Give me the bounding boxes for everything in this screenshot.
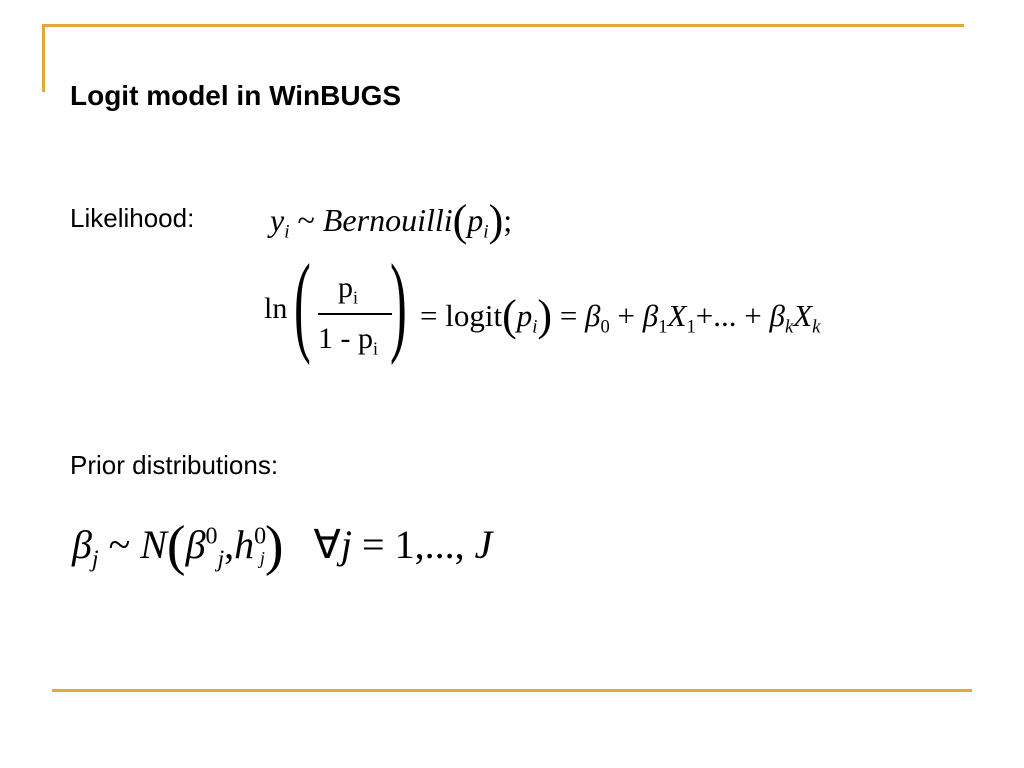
eq2-logit: = logit bbox=[420, 298, 503, 333]
eq2-beta0: β bbox=[585, 298, 601, 333]
eq1-p: p bbox=[467, 202, 484, 238]
eq1-tilde: ~ bbox=[297, 202, 315, 238]
eq1-p-sub: i bbox=[483, 221, 489, 243]
eq3-beta: β bbox=[72, 522, 92, 567]
eq3-N: N bbox=[140, 522, 167, 567]
slide-title: Logit model in WinBUGS bbox=[70, 80, 402, 111]
prior-equation: βj ~ N(β0j,h0j) ∀j = 1,..., J bbox=[72, 515, 493, 577]
eq2-beta1: β bbox=[642, 298, 659, 333]
eq1-y: y bbox=[270, 202, 285, 238]
bottom-accent-line bbox=[52, 689, 972, 692]
eq2-denominator: 1 - pi bbox=[318, 322, 379, 359]
prior-label: Prior distributions: bbox=[70, 450, 279, 480]
eq2-numerator: pi bbox=[338, 271, 359, 308]
eq2-open-paren: ( bbox=[294, 242, 311, 366]
eq1-semicolon: ; bbox=[503, 202, 513, 238]
eq1-dist: Bernouilli bbox=[322, 202, 453, 238]
eq2-rhs: = logit(pi) = β0 + β1X1+... + βkXk bbox=[420, 291, 821, 340]
forall-symbol: ∀ bbox=[313, 522, 341, 567]
eq2-betak: β bbox=[769, 298, 785, 333]
likelihood-label: Likelihood: bbox=[70, 203, 195, 233]
likelihood-equation: yi ~ Bernouilli(pi); bbox=[270, 195, 512, 246]
fraction-bar bbox=[318, 313, 392, 315]
eq2-close-paren: ) bbox=[390, 242, 407, 366]
eq2-ln: ln bbox=[264, 292, 288, 325]
eq2-p: p bbox=[516, 298, 533, 333]
left-accent-line bbox=[42, 24, 45, 92]
eq1-y-sub: i bbox=[284, 221, 290, 243]
top-accent-line bbox=[42, 24, 964, 27]
eq1-close-paren: ) bbox=[488, 196, 504, 245]
eq1-open-paren: ( bbox=[452, 196, 468, 245]
